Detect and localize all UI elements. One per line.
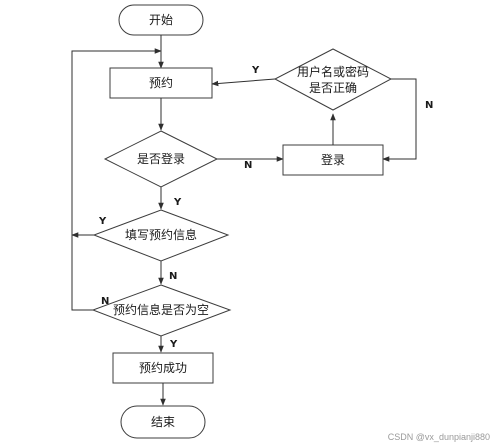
- credentials-decision: 用户名或密码 是否正确: [273, 48, 393, 111]
- edge-label-yes: Y: [169, 339, 178, 350]
- login-node: 登录: [282, 144, 384, 176]
- edge-label-yes: Y: [173, 197, 182, 208]
- end-node: 结束: [120, 405, 206, 439]
- fill-info-decision: 填写预约信息: [92, 209, 230, 262]
- success-label: 预约成功: [139, 360, 187, 375]
- start-label: 开始: [149, 13, 173, 27]
- edge-label-yes: Y: [98, 216, 107, 227]
- info-empty-label: 预约信息是否为空: [113, 302, 209, 317]
- edge-credentials-wrong-to-login: [382, 78, 417, 162]
- login-label: 登录: [321, 152, 345, 167]
- end-label: 结束: [151, 415, 175, 429]
- credentials-label-line2: 是否正确: [309, 81, 357, 95]
- success-node: 预约成功: [112, 352, 214, 384]
- reserve-label: 预约: [149, 75, 173, 90]
- edge-label-no: N: [244, 160, 252, 171]
- fill-info-label: 填写预约信息: [125, 227, 197, 242]
- edge-label-no: N: [101, 296, 109, 307]
- edge-info-empty-back-to-reserve: [71, 48, 162, 311]
- start-node: 开始: [118, 4, 204, 36]
- is-logged-in-label: 是否登录: [137, 151, 185, 166]
- info-empty-decision: 预约信息是否为空: [91, 284, 232, 337]
- edge-label-no: N: [425, 100, 433, 111]
- credentials-label-line1: 用户名或密码: [297, 64, 369, 79]
- is-logged-in-decision: 是否登录: [103, 130, 219, 188]
- edge-label-yes: Y: [251, 65, 260, 76]
- watermark: CSDN @vx_dunpianji880: [388, 432, 490, 442]
- reserve-node: 预约: [109, 67, 213, 99]
- edge-label-no: N: [169, 271, 177, 282]
- edge-credentials-correct-to-reserve: [211, 78, 276, 87]
